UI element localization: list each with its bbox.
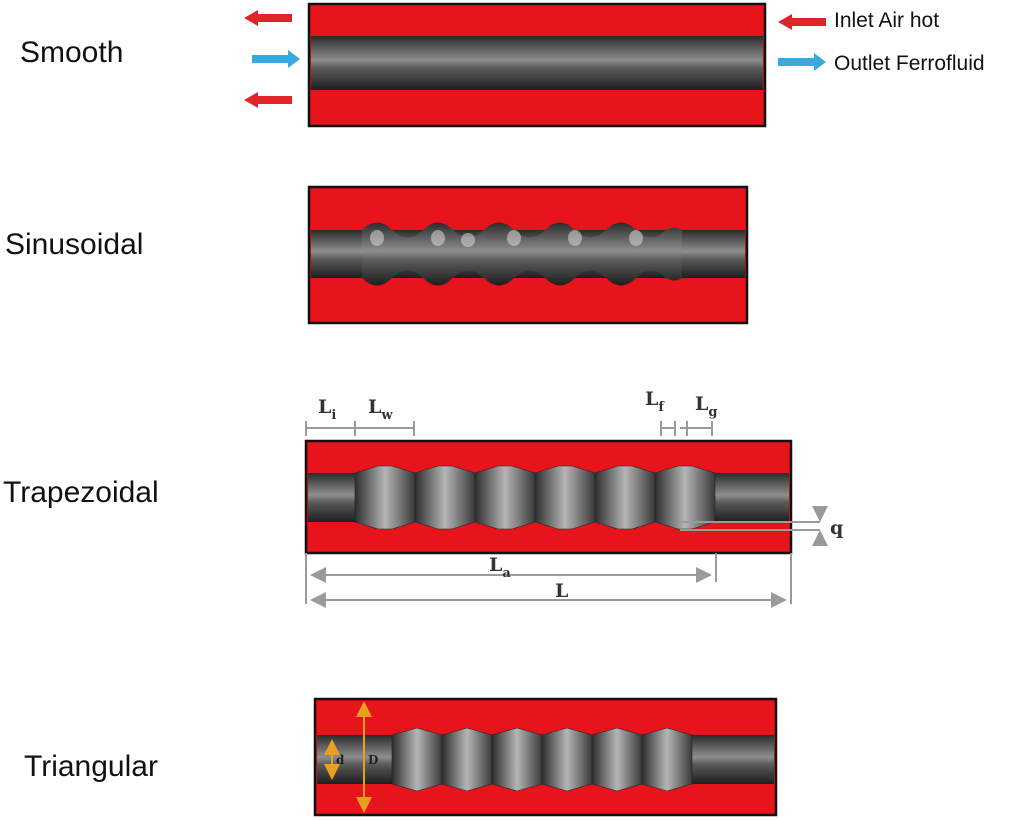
row-label-trapezoidal: Trapezoidal <box>3 476 159 509</box>
dim-lf: Lf <box>645 388 676 436</box>
svg-text:Lw: Lw <box>368 396 393 423</box>
trapezoid-segment <box>594 465 656 530</box>
svg-text:D: D <box>368 753 378 767</box>
sinusoidal-tube <box>307 185 749 325</box>
dim-l-total: L <box>310 553 792 608</box>
row-label-sinusoidal: Sinusoidal <box>5 228 143 261</box>
triangle-segment <box>441 727 493 792</box>
svg-text:Li: Li <box>318 396 336 423</box>
row-label-smooth: Smooth <box>20 36 123 69</box>
trapezoidal-tube <box>304 439 793 555</box>
trapezoid-segment <box>414 465 476 530</box>
triangle-segment <box>641 727 693 792</box>
triangle-segment <box>541 727 593 792</box>
air-inlet-arrow-bottom <box>244 92 292 108</box>
trapezoid-segment <box>654 465 716 530</box>
triangle-segment <box>391 727 443 792</box>
svg-text:L: L <box>555 580 568 602</box>
trapezoid-segment <box>534 465 596 530</box>
legend-air-arrow-icon <box>778 14 826 30</box>
svg-text:La: La <box>489 554 511 581</box>
svg-text:d: d <box>336 753 345 767</box>
dim-lw: Lw <box>355 396 415 436</box>
inner-tube <box>311 36 763 90</box>
trapezoidal-corrugations <box>354 465 716 530</box>
triangle-segment <box>591 727 643 792</box>
svg-text:Lg: Lg <box>695 393 717 420</box>
trapezoid-segment <box>474 465 536 530</box>
legend-ferrofluid-arrow-icon <box>778 53 826 71</box>
dim-li: Li <box>305 396 356 436</box>
svg-text:q: q <box>830 517 843 539</box>
triangular-corrugations <box>391 727 693 792</box>
dim-lg: Lg <box>680 393 717 436</box>
legend-inlet-air: Inlet Air hot <box>834 9 939 32</box>
row-label-triangular: Triangular <box>24 750 158 783</box>
triangular-tube <box>313 697 778 817</box>
dim-d-inner: d <box>324 739 345 780</box>
air-inlet-arrow-top <box>244 10 292 26</box>
dim-la: La <box>305 553 717 604</box>
ferrofluid-inlet-arrow <box>252 50 300 68</box>
dim-d-outer: D <box>356 701 378 813</box>
legend-outlet-ferrofluid: Outlet Ferrofluid <box>834 52 985 75</box>
triangle-segment <box>491 727 543 792</box>
dim-q: q <box>680 506 843 546</box>
trapezoid-segment <box>354 465 416 530</box>
smooth-tube <box>307 2 767 128</box>
svg-text:Lf: Lf <box>645 388 665 415</box>
